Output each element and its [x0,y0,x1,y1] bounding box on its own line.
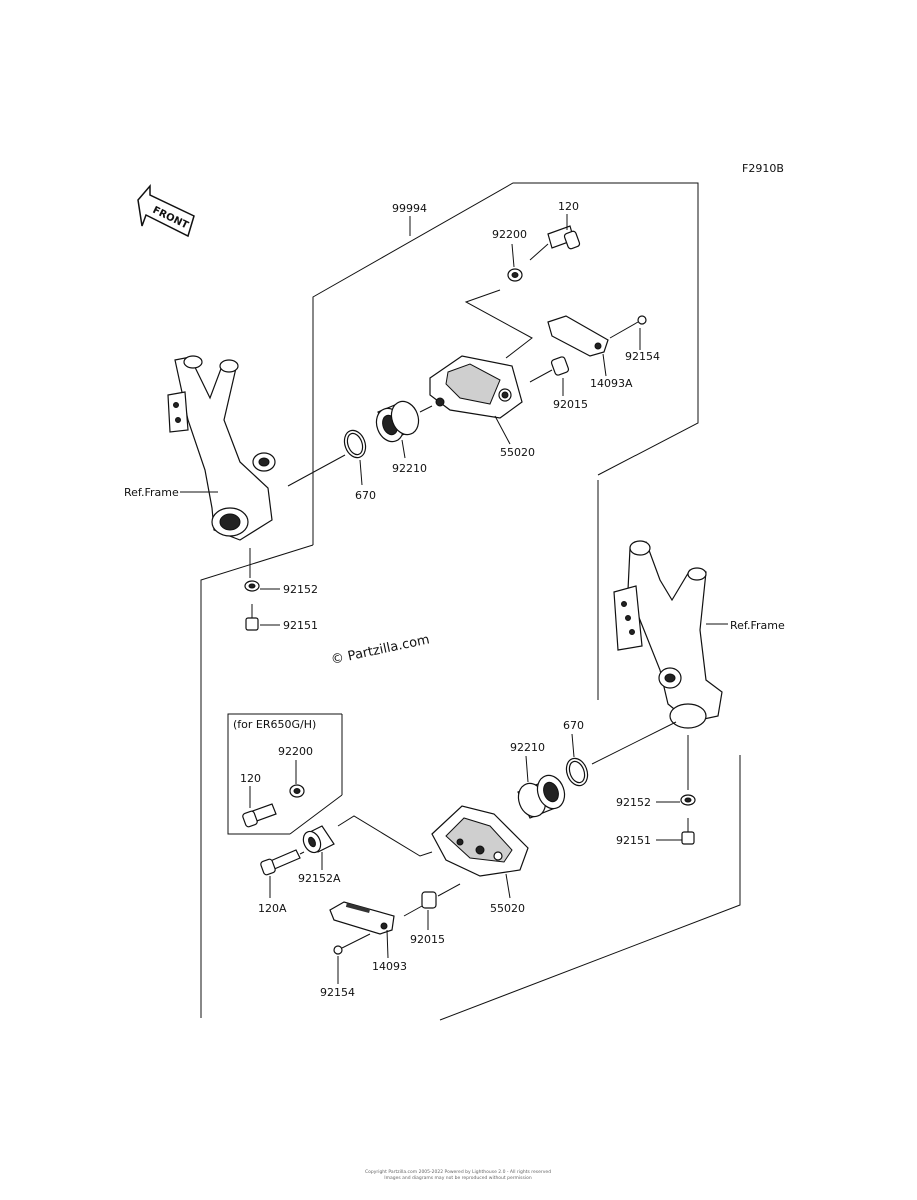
label-92152-right: 92152 [616,796,651,809]
ref-frame-left-label: Ref.Frame [124,486,179,499]
washer-92200-box [289,784,305,798]
front-arrow-icon: FRONT [137,183,195,238]
washer-92200-top [507,268,523,282]
right-frame-bracket [613,540,723,729]
label-92210-top: 92210 [392,462,427,475]
label-92152-left: 92152 [283,583,318,596]
label-55020-bottom: 55020 [490,902,525,915]
variant-box [227,713,343,835]
plate-14093 [329,901,395,935]
bolt-92151-left [245,604,259,631]
label-14093A: 14093A [590,377,633,390]
label-120-top: 120 [558,200,579,213]
copyright-line-2: Images and diagrams may not be reproduce… [384,1175,532,1181]
label-92151-left: 92151 [283,619,318,632]
label-92154-top: 92154 [625,350,660,363]
assembly-ref-label: 99994 [392,202,427,215]
plate-14093A [547,315,609,357]
left-frame-bracket [167,355,276,541]
screw-92154-bottom [333,933,371,955]
bolt-92151-right [681,818,695,845]
label-120A: 120A [258,902,287,915]
label-92210-bottom: 92210 [510,741,545,754]
slider-55020-bottom [431,805,529,877]
ring-670-top [343,429,367,459]
copyright-line-1: Copyright Partzilla.com 2005-2022 Powere… [365,1169,551,1175]
bolt-120A [260,849,305,876]
label-92200-top: 92200 [492,228,527,241]
label-120-box: 120 [240,772,261,785]
collar-92210-bottom [517,774,566,819]
label-92154-bottom: 92154 [320,986,355,999]
label-670-bottom: 670 [563,719,584,732]
label-92200-box: 92200 [278,745,313,758]
nut-92152-left [244,580,260,592]
collar-92210-top [375,400,420,443]
spacer-92015-top [529,356,570,383]
ref-frame-right-label: Ref.Frame [730,619,785,632]
ring-670-bottom [565,757,589,787]
label-92152A: 92152A [298,872,341,885]
label-92015-top: 92015 [553,398,588,411]
slider-55020-top [429,355,523,419]
variant-note: (for ER650G/H) [233,718,316,731]
figure-code: F2910B [742,162,784,175]
label-55020-top: 55020 [500,446,535,459]
label-670-top: 670 [355,489,376,502]
bolt-120-top [529,225,581,261]
spacer-92152A [302,825,335,854]
nut-92152-right [680,794,696,806]
watermark: © Partzilla.com [330,632,431,668]
label-14093: 14093 [372,960,407,973]
spacer-92015-bottom [403,883,461,917]
label-92151-right: 92151 [616,834,651,847]
bolt-120-box [242,803,277,828]
label-92015-bottom: 92015 [410,933,445,946]
assembly-outline [200,182,741,1021]
screw-92154-top [609,315,647,339]
